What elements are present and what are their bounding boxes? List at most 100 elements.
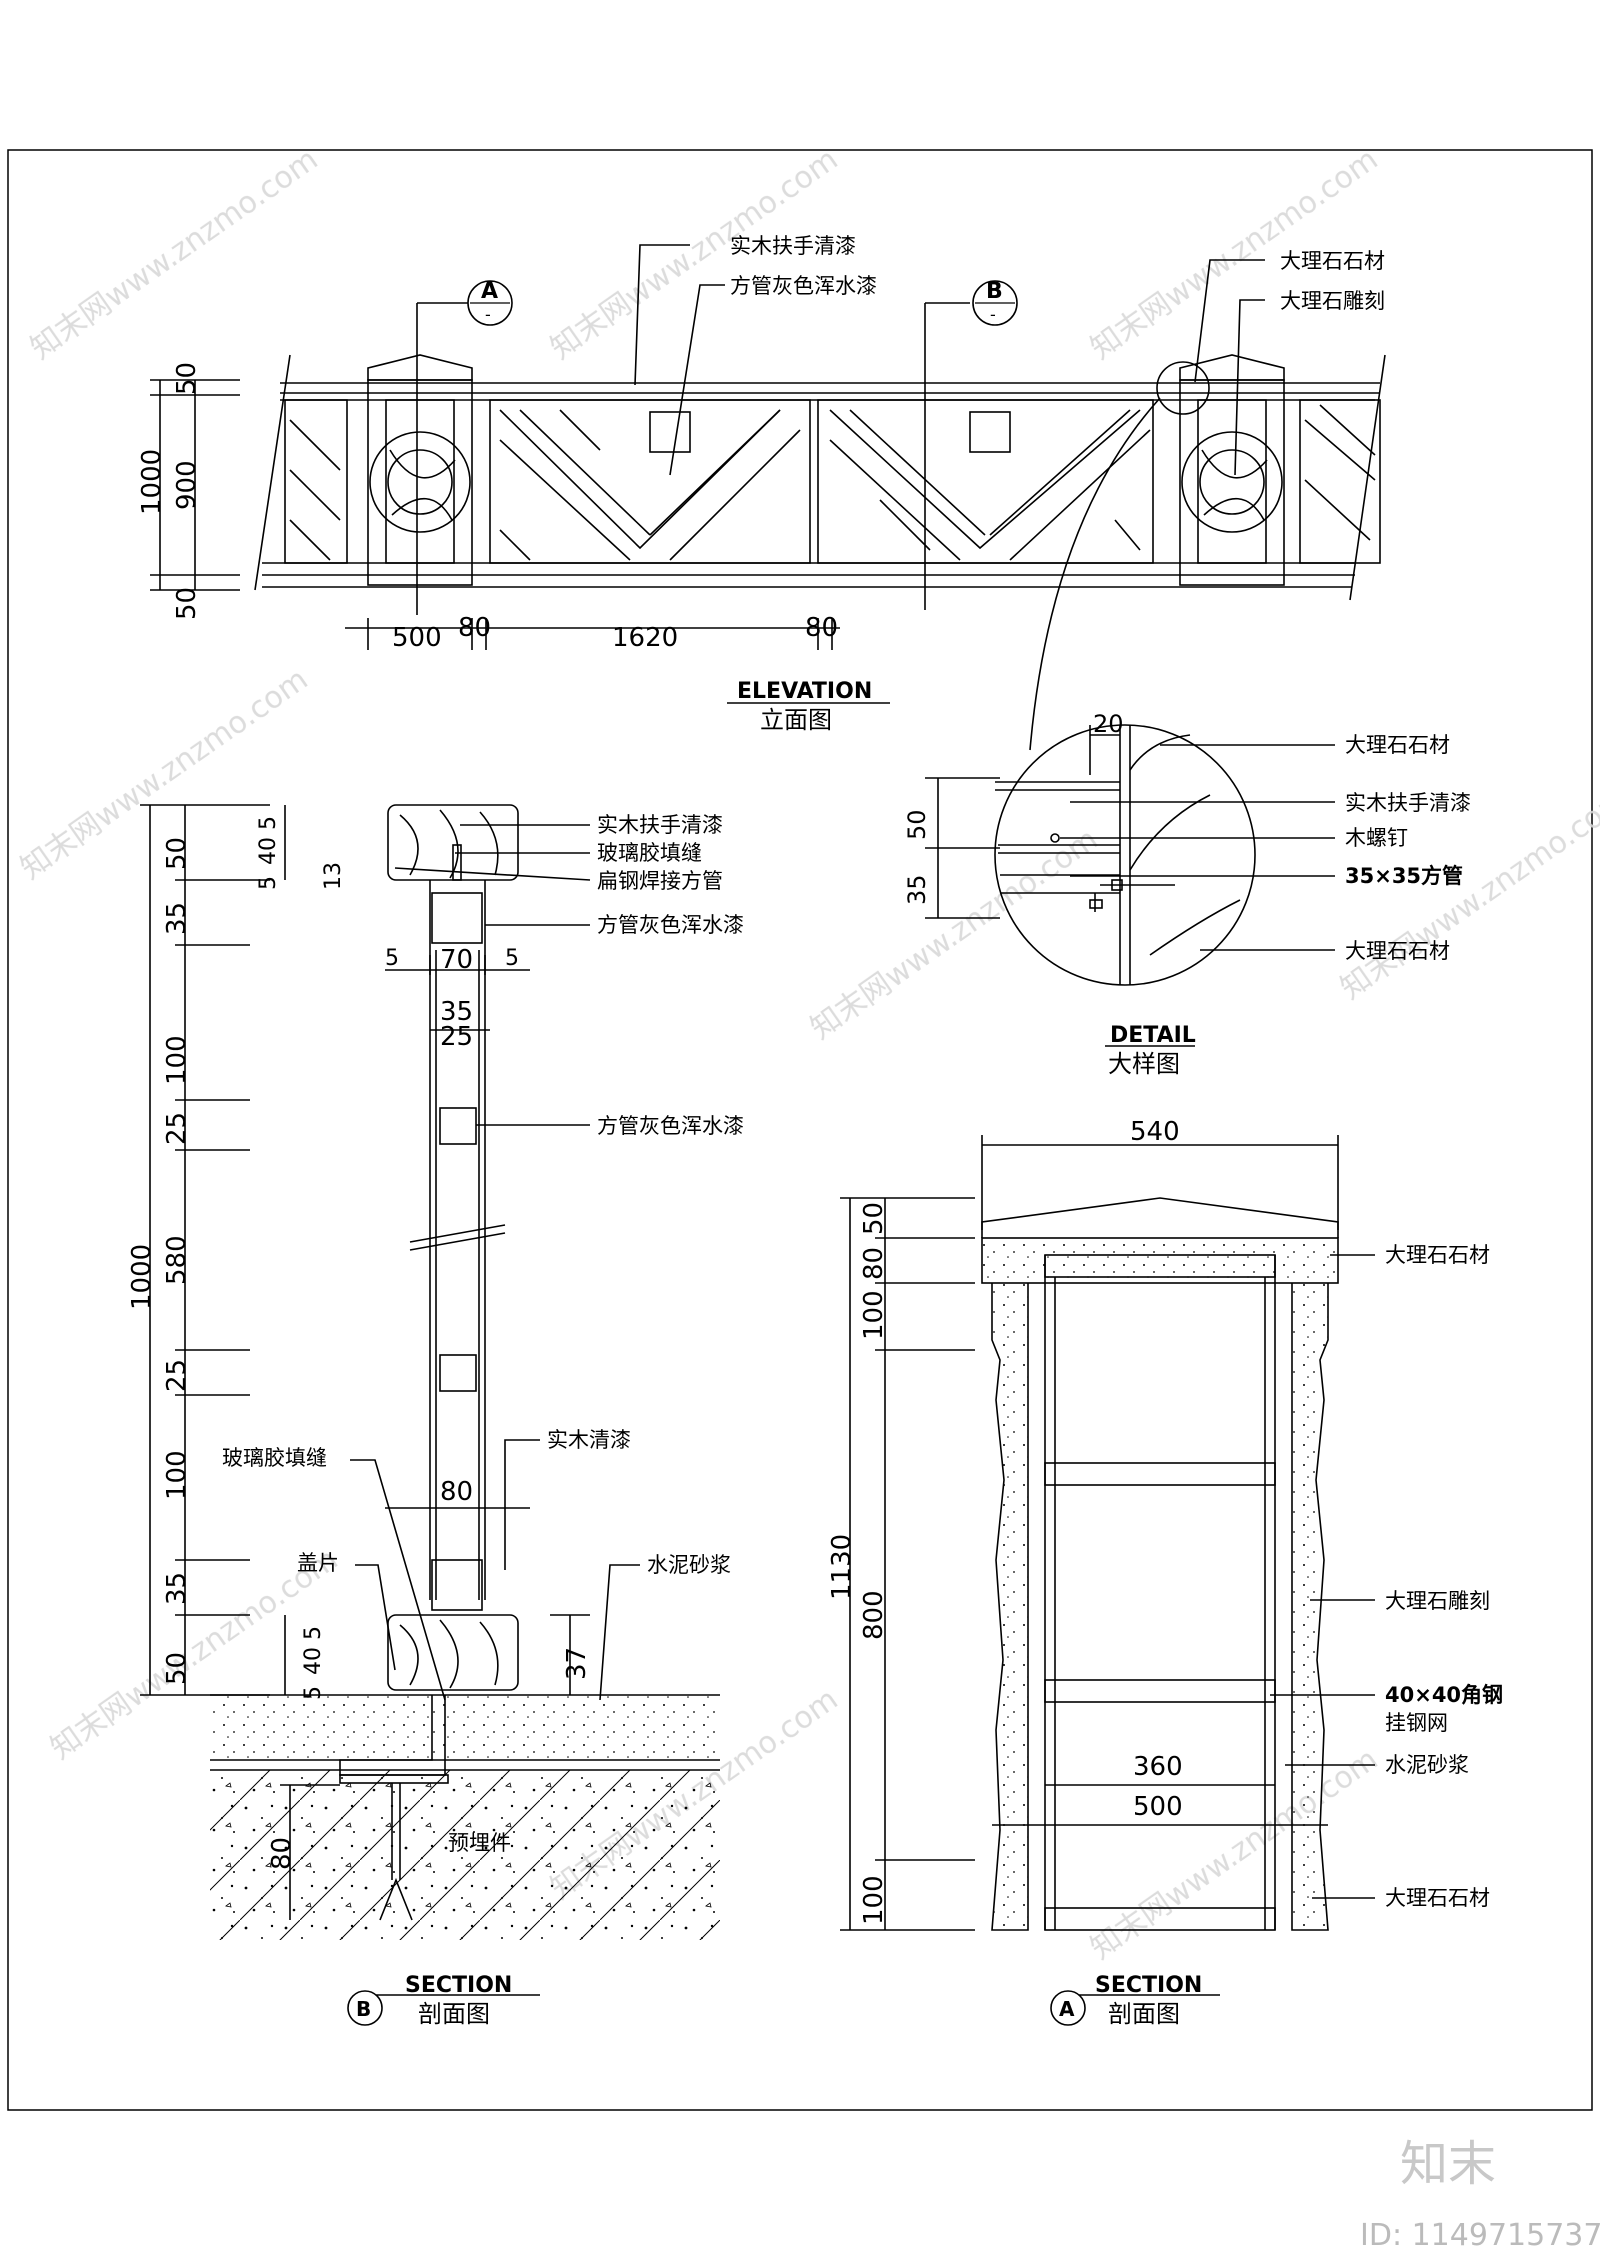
detail-label-marble: 大理石石材 xyxy=(1345,733,1450,757)
a-dim-500: 500 xyxy=(1133,1792,1183,1822)
b-dim-h5: 5 xyxy=(385,946,399,971)
b-dim-40: 40 xyxy=(256,837,281,865)
dim-80-right: 80 xyxy=(805,613,838,643)
a-marker: A xyxy=(1059,1997,1075,2021)
b-dim-37: 37 xyxy=(562,1647,592,1680)
b-dim-50-2: 50 xyxy=(162,1652,192,1685)
b-dim-580: 580 xyxy=(162,1235,192,1285)
b-dim-35-2: 35 xyxy=(162,1572,192,1605)
b-label-cover: 盖片 xyxy=(297,1551,339,1575)
dim-900: 900 xyxy=(172,460,202,510)
b-dim-5c: 5 xyxy=(301,1626,326,1640)
dim-80-left: 80 xyxy=(458,613,491,643)
b-dim-13: 13 xyxy=(321,862,346,890)
b-dim-h5b: 5 xyxy=(505,946,519,971)
b-dim-100-2: 100 xyxy=(162,1450,192,1500)
detail-dim-50: 50 xyxy=(903,809,931,840)
svg-text:知末网www.znzmo.com: 知末网www.znzmo.com xyxy=(805,822,1105,1047)
label-square-tube: 方管灰色浑水漆 xyxy=(730,274,877,298)
mortar-fill-left xyxy=(992,1283,1028,1930)
b-dim-5d: 5 xyxy=(301,1686,326,1700)
a-label-marble-2: 大理石石材 xyxy=(1385,1886,1490,1910)
a-label-marble: 大理石石材 xyxy=(1385,1243,1490,1267)
b-dim-h70: 70 xyxy=(440,945,473,975)
dim-50-bottom: 50 xyxy=(172,587,202,620)
marker-a-sub: - xyxy=(485,305,491,324)
a-dim-80: 80 xyxy=(859,1247,889,1280)
detail-view xyxy=(925,724,1335,1047)
b-title-cn: 剖面图 xyxy=(418,2000,490,2028)
detail-title-en: DETAIL xyxy=(1110,1023,1196,1048)
elevation-view xyxy=(150,244,1386,751)
detail-dim-35: 35 xyxy=(903,874,931,905)
b-marker: B xyxy=(356,1997,371,2021)
dim-500: 500 xyxy=(392,623,442,653)
elevation-title-en: ELEVATION xyxy=(737,679,872,704)
detail-dim-20: 20 xyxy=(1093,710,1124,738)
b-dim-1000: 1000 xyxy=(127,1244,157,1310)
b-dim-25-2: 25 xyxy=(162,1359,192,1392)
dim-1620: 1620 xyxy=(612,623,678,653)
b-dim-h35: 35 xyxy=(440,997,473,1027)
b-dim-35: 35 xyxy=(162,902,192,935)
mortar-layer xyxy=(210,1695,720,1760)
marker-b-sub: - xyxy=(990,305,996,324)
watermark-id: ID: 1149715737 xyxy=(1360,2218,1600,2253)
dim-50-top: 50 xyxy=(172,362,202,395)
b-label-mortar: 水泥砂浆 xyxy=(647,1553,731,1577)
b-label-glass-glue-left: 玻璃胶填缝 xyxy=(222,1446,327,1470)
label-marble: 大理石石材 xyxy=(1280,249,1385,273)
cap-fill xyxy=(982,1238,1338,1283)
a-title-en: SECTION xyxy=(1095,1973,1202,1998)
dim-1000: 1000 xyxy=(137,449,167,515)
a-dim-360: 360 xyxy=(1133,1752,1183,1782)
detail-label-wood-screw: 木螺钉 xyxy=(1345,826,1408,850)
b-label-glass-glue: 玻璃胶填缝 xyxy=(597,841,702,865)
section-b-labels: 实木扶手清漆 玻璃胶填缝 扁钢焊接方管 方管灰色浑水漆 方管灰色浑水漆 实木清漆… xyxy=(127,813,744,2028)
b-label-embed: 预埋件 xyxy=(448,1831,511,1855)
detail-title-cn: 大样图 xyxy=(1108,1050,1180,1078)
b-dim-5: 5 xyxy=(256,816,281,830)
a-dim-540: 540 xyxy=(1130,1117,1180,1147)
svg-text:知末网www.znzmo.com: 知末网www.znzmo.com xyxy=(1085,1742,1385,1967)
b-dim-80: 80 xyxy=(267,1837,297,1870)
a-label-angle: 40×40角钢 xyxy=(1385,1683,1503,1707)
a-dim-100: 100 xyxy=(859,1290,889,1340)
detail-label-tube: 35×35方管 xyxy=(1345,864,1463,888)
detail-label-marble-2: 大理石石材 xyxy=(1345,939,1450,963)
sheet-border xyxy=(7,149,1593,2111)
b-label-tube-paint-2: 方管灰色浑水漆 xyxy=(597,1114,744,1138)
b-title-en: SECTION xyxy=(405,1973,512,1998)
label-handrail: 实木扶手清漆 xyxy=(730,234,856,258)
concrete-layer xyxy=(210,1770,720,1940)
b-dim-25: 25 xyxy=(162,1112,192,1145)
detail-labels: 大理石石材 实木扶手清漆 木螺钉 35×35方管 大理石石材 20 50 35 … xyxy=(903,710,1471,1078)
a-dim-800: 800 xyxy=(859,1590,889,1640)
a-label-carving: 大理石雕刻 xyxy=(1385,1589,1490,1613)
a-dim-100-2: 100 xyxy=(859,1875,889,1925)
b-label-wood: 实木清漆 xyxy=(547,1428,631,1452)
detail-label-handrail: 实木扶手清漆 xyxy=(1345,791,1471,815)
marker-a-letter: A xyxy=(481,279,498,304)
a-dim-50: 50 xyxy=(859,1202,889,1235)
elevation-title-cn: 立面图 xyxy=(760,706,832,734)
svg-text:知末网www.znzmo.com: 知末网www.znzmo.com xyxy=(25,142,325,367)
a-label-mesh: 挂钢网 xyxy=(1385,1711,1448,1735)
watermark-logo: 知末 xyxy=(1400,2136,1496,2192)
section-a-labels: 大理石石材 大理石雕刻 40×40角钢 挂钢网 水泥砂浆 大理石石材 540 3… xyxy=(827,1117,1503,2028)
elevation-labels: 实木扶手清漆 方管灰色浑水漆 大理石石材 大理石雕刻 1000 50 900 5… xyxy=(137,234,1385,734)
b-label-tube-paint: 方管灰色浑水漆 xyxy=(597,913,744,937)
label-marble-carving: 大理石雕刻 xyxy=(1280,289,1385,313)
marker-b-letter: B xyxy=(986,279,1003,304)
a-title-cn: 剖面图 xyxy=(1108,2000,1180,2028)
b-dim-h25: 25 xyxy=(440,1022,473,1052)
a-dim-1130: 1130 xyxy=(827,1534,857,1600)
b-dim-40b: 40 xyxy=(301,1647,326,1675)
a-label-mortar: 水泥砂浆 xyxy=(1385,1753,1469,1777)
svg-text:知末网www.znzmo.com: 知末网www.znzmo.com xyxy=(1335,782,1600,1007)
b-label-flat-steel: 扁钢焊接方管 xyxy=(597,869,723,893)
b-label-handrail: 实木扶手清漆 xyxy=(597,813,723,837)
watermark: 知末网www.znzmo.com 知末网www.znzmo.com 知末网www… xyxy=(15,142,1600,1967)
mortar-fill-right xyxy=(1292,1283,1328,1930)
b-dim-50: 50 xyxy=(162,837,192,870)
